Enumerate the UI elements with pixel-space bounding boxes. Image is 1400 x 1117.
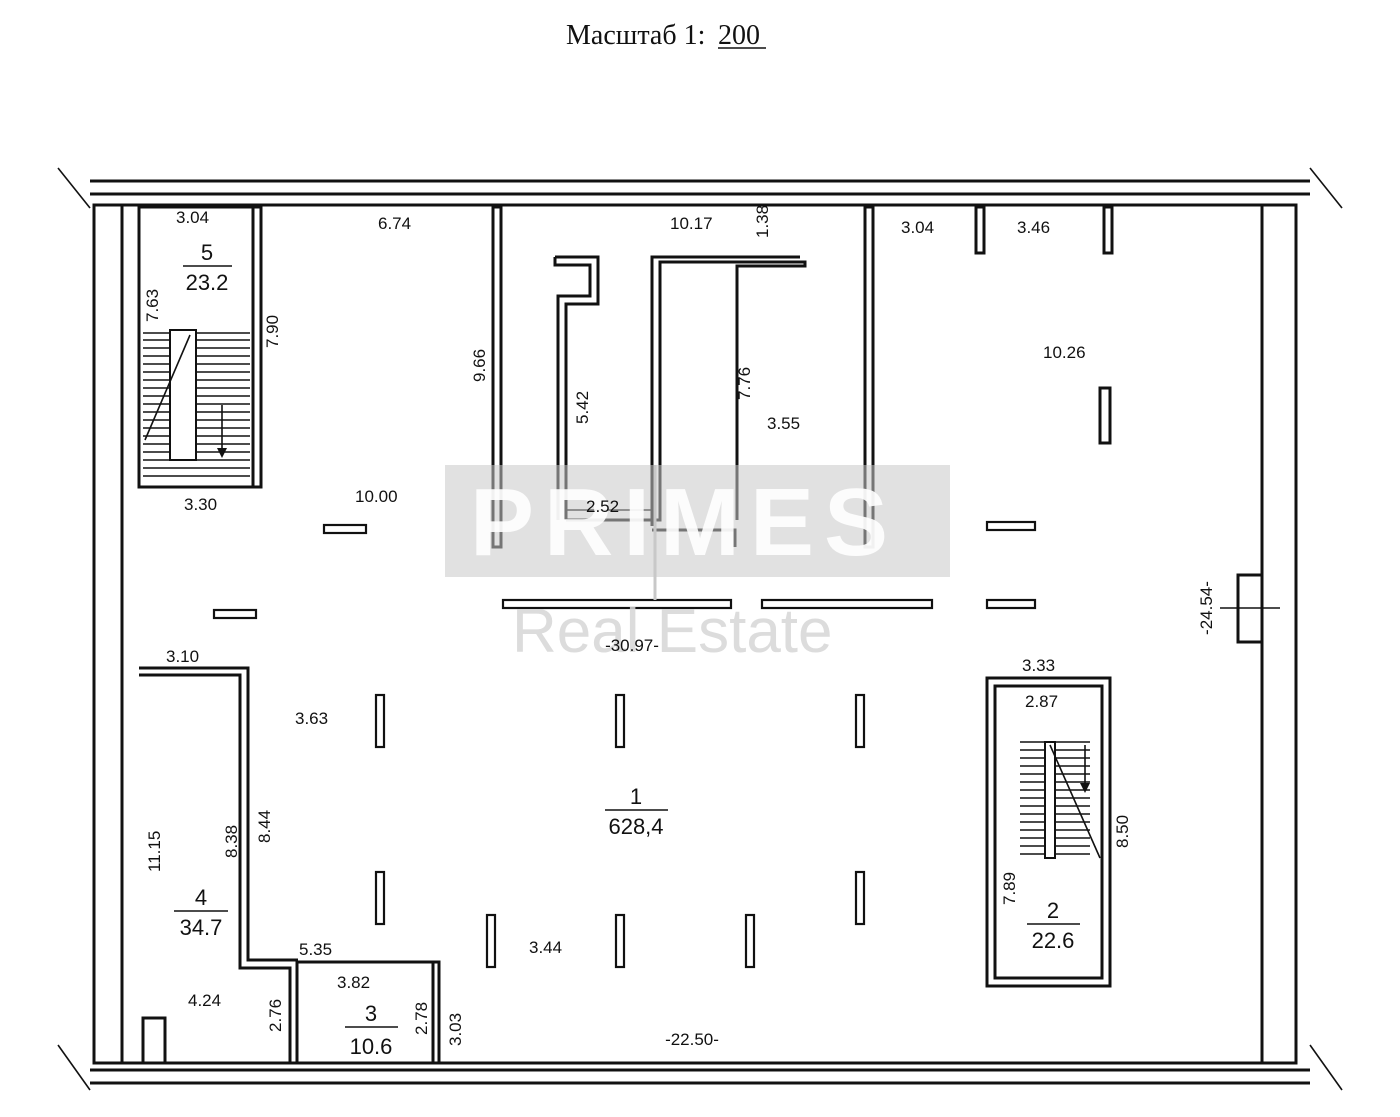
room-3-outline xyxy=(295,960,441,1065)
column xyxy=(854,693,866,749)
dimension-labels: 3.04 7.63 7.90 3.30 6.74 10.17 1.38 3.04… xyxy=(143,205,1216,1049)
room-labels: 5 23.2 1 628,4 4 34.7 3 10.6 2 22.6 xyxy=(174,240,1080,1059)
column xyxy=(485,913,497,969)
column xyxy=(322,523,368,535)
column xyxy=(614,693,626,749)
room-4-area: 34.7 xyxy=(180,915,223,940)
dim-label: 10.00 xyxy=(355,487,398,506)
watermark-brand: PRIMES xyxy=(470,469,898,576)
room-2-area: 22.6 xyxy=(1032,928,1075,953)
dim-label: 3.82 xyxy=(337,973,370,992)
dim-label: 3.30 xyxy=(184,495,217,514)
dim-label: 10.26 xyxy=(1043,343,1086,362)
dim-label: 2.78 xyxy=(412,1002,431,1035)
dim-label: 3.46 xyxy=(1017,218,1050,237)
dim-label: 3.33 xyxy=(1022,656,1055,675)
room-5-number: 5 xyxy=(201,240,213,265)
dim-label: 6.74 xyxy=(378,214,411,233)
dim-label: 3.04 xyxy=(176,208,209,227)
dim-label: -22.50- xyxy=(665,1030,719,1049)
watermark-sub: Real Estate xyxy=(512,597,833,666)
watermark: PRIMES Real Estate xyxy=(445,465,950,666)
dim-label: 3.55 xyxy=(767,414,800,433)
dim-label: 7.90 xyxy=(263,315,282,348)
dim-label: 2.76 xyxy=(266,999,285,1032)
dim-label: 3.04 xyxy=(901,218,934,237)
dim-label: 3.44 xyxy=(529,938,562,957)
dim-label: 7.63 xyxy=(143,289,162,322)
room-4-number: 4 xyxy=(195,885,207,910)
room-3-area: 10.6 xyxy=(350,1034,393,1059)
column xyxy=(854,870,866,926)
room-1-area: 628,4 xyxy=(608,814,663,839)
dim-label: 3.10 xyxy=(166,647,199,666)
dim-label: 8.50 xyxy=(1113,815,1132,848)
column xyxy=(374,870,386,926)
column xyxy=(985,520,1037,532)
room-2-number: 2 xyxy=(1047,898,1059,923)
columns xyxy=(212,520,1037,969)
room-1-number: 1 xyxy=(630,784,642,809)
dim-label: 1.38 xyxy=(753,205,772,238)
room-3-number: 3 xyxy=(365,1001,377,1026)
room-4-outline xyxy=(139,666,298,1065)
room-5-outline xyxy=(137,205,263,489)
dim-label: -24.54- xyxy=(1197,581,1216,635)
dim-label: 7.89 xyxy=(1000,872,1019,905)
column xyxy=(985,598,1037,610)
dim-label: -30.97- xyxy=(605,636,659,655)
dim-label: 3.63 xyxy=(295,709,328,728)
dim-label: 2.52 xyxy=(586,497,619,516)
dim-label: 3.03 xyxy=(446,1013,465,1046)
dim-label: 7.76 xyxy=(735,367,754,400)
dim-label: 9.66 xyxy=(470,349,489,382)
scale-label: Масштаб 1: xyxy=(566,20,705,51)
dim-label: 8.44 xyxy=(255,810,274,843)
dim-label: 10.17 xyxy=(670,214,713,233)
dim-label: 2.87 xyxy=(1025,692,1058,711)
column xyxy=(760,598,934,610)
column xyxy=(374,693,386,749)
dim-label: 11.15 xyxy=(145,831,164,872)
column xyxy=(744,913,756,969)
room-2-outline xyxy=(985,676,1112,988)
column xyxy=(614,913,626,969)
column xyxy=(501,598,733,610)
room-5-area: 23.2 xyxy=(186,270,229,295)
scale-value: 200 xyxy=(718,20,760,51)
dim-label: 5.42 xyxy=(573,391,592,424)
dim-label: 8.38 xyxy=(222,825,241,858)
dim-label: 5.35 xyxy=(299,940,332,959)
column xyxy=(212,608,258,620)
dim-label: 4.24 xyxy=(188,991,221,1010)
